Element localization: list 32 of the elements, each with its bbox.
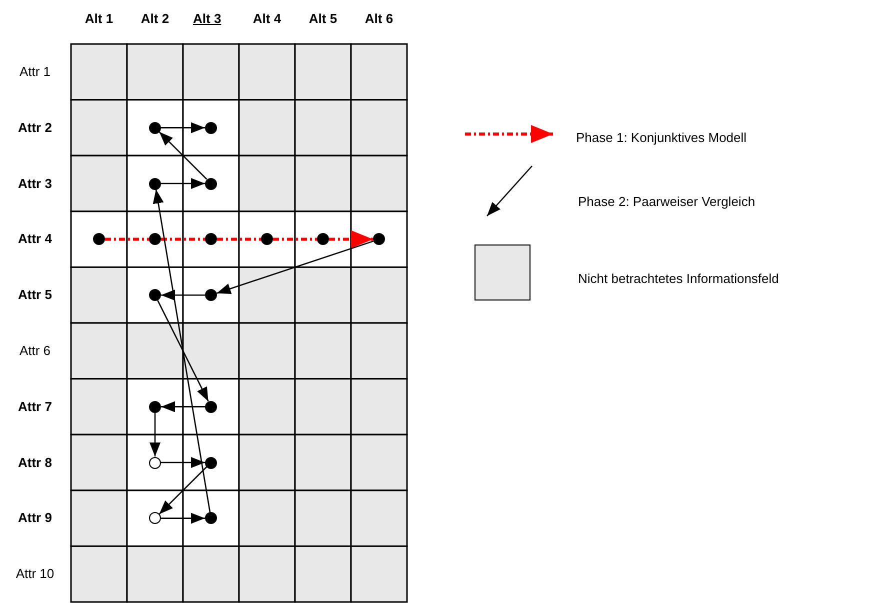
row-header: Attr 9 [17, 510, 53, 526]
column-header: Alt 5 [308, 11, 338, 26]
column-header: Alt 6 [364, 11, 394, 26]
column-header: Alt 3 [193, 11, 222, 26]
row-header: Attr 8 [17, 454, 53, 470]
arrow [157, 300, 209, 402]
legend-label: Nicht betrachtetes Informationsfeld [578, 271, 779, 286]
legend-label: Phase 1: Konjunktives Modell [576, 130, 747, 145]
column-header: Alt 1 [84, 11, 114, 26]
arrow [158, 466, 208, 515]
legend-label: Phase 2: Paarweiser Vergleich [578, 194, 756, 209]
arrow [161, 178, 205, 189]
row-header: Attr 5 [17, 287, 53, 302]
column-header: Alt 2 [140, 11, 170, 26]
arrow [216, 240, 374, 294]
arrow [161, 290, 205, 301]
arrow [161, 122, 205, 134]
arrow [152, 189, 211, 512]
arrow [161, 512, 205, 524]
row-header: Attr 3 [17, 176, 53, 190]
column-header: Alt 4 [252, 11, 282, 26]
arrow [161, 401, 205, 412]
arrow [161, 457, 205, 468]
row-header: Attr 6 [18, 342, 52, 358]
row-header: Attr 7 [17, 398, 53, 414]
row-header: Attr 1 [18, 64, 52, 79]
arrow [150, 412, 160, 456]
arrow [158, 131, 208, 180]
dotted-arrow [105, 230, 373, 248]
row-header: Attr 10 [14, 566, 56, 582]
row-header: Attr 4 [17, 231, 53, 246]
row-header: Attr 2 [17, 120, 53, 135]
